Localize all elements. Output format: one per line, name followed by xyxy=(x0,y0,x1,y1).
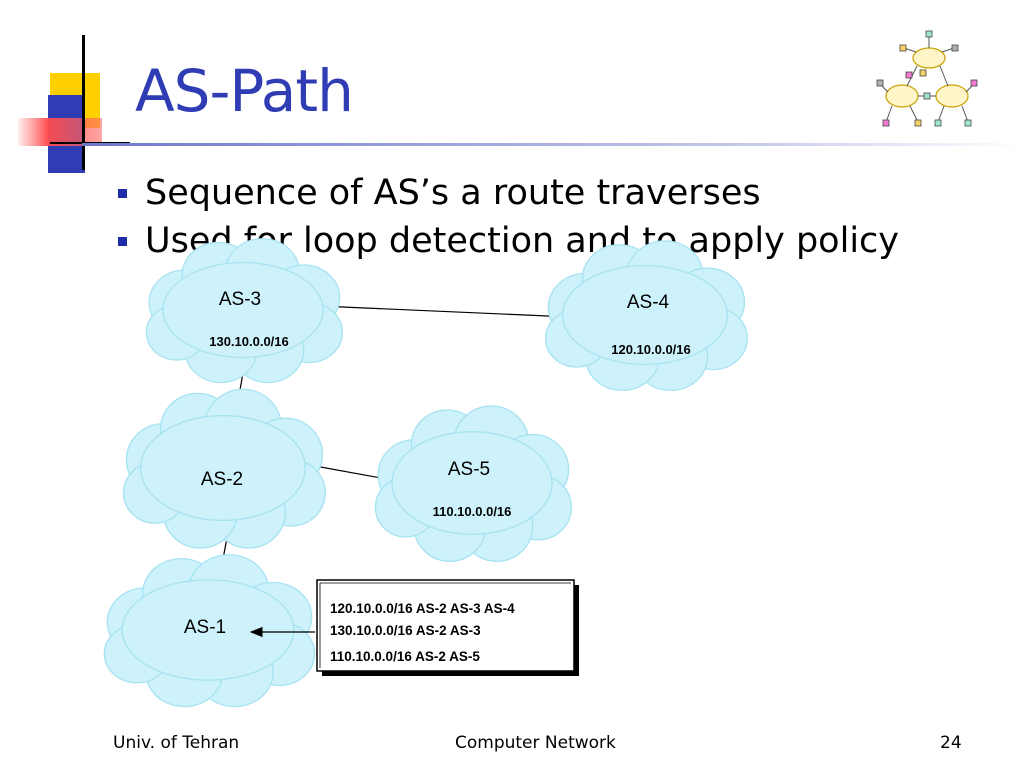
as4-label: AS-4 xyxy=(627,292,670,313)
cloud-as3 xyxy=(145,238,344,384)
route-entry: 110.10.0.0/16 AS-2 AS-5 xyxy=(330,649,480,664)
bullet-square-icon xyxy=(118,188,127,198)
as5-label: AS-5 xyxy=(448,459,490,480)
bullet-square-icon xyxy=(118,236,127,246)
bullet-text: Sequence of AS’s a route traverses xyxy=(145,173,761,213)
network-clouds-icon xyxy=(876,30,978,127)
footer-center: Computer Network xyxy=(455,733,616,753)
as1-label: AS-1 xyxy=(184,617,226,638)
routing-table-box xyxy=(316,579,575,672)
as4-prefix: 120.10.0.0/16 xyxy=(611,342,691,357)
title-underline xyxy=(82,143,1024,146)
route-entry: 130.10.0.0/16 AS-2 AS-3 xyxy=(330,623,481,638)
footer-left: Univ. of Tehran xyxy=(113,733,240,753)
as2-label: AS-2 xyxy=(201,469,243,490)
red-bar xyxy=(18,118,102,146)
slide-number: 24 xyxy=(940,733,962,753)
bullet-item-1: Sequence of AS’s a route traverses xyxy=(118,170,761,216)
vertical-rule xyxy=(82,35,85,170)
slide-title: AS-Path xyxy=(135,57,354,125)
corner-decoration xyxy=(18,35,130,173)
as5-prefix: 110.10.0.0/16 xyxy=(433,504,512,519)
cloud-as5 xyxy=(374,405,573,562)
route-entry: 120.10.0.0/16 AS-2 AS-3 AS-4 xyxy=(330,601,515,616)
as3-label: AS-3 xyxy=(219,289,261,310)
link-as3-as4 xyxy=(319,305,571,318)
cloud-as4 xyxy=(544,240,748,392)
as3-prefix: 130.10.0.0/16 xyxy=(209,334,289,349)
